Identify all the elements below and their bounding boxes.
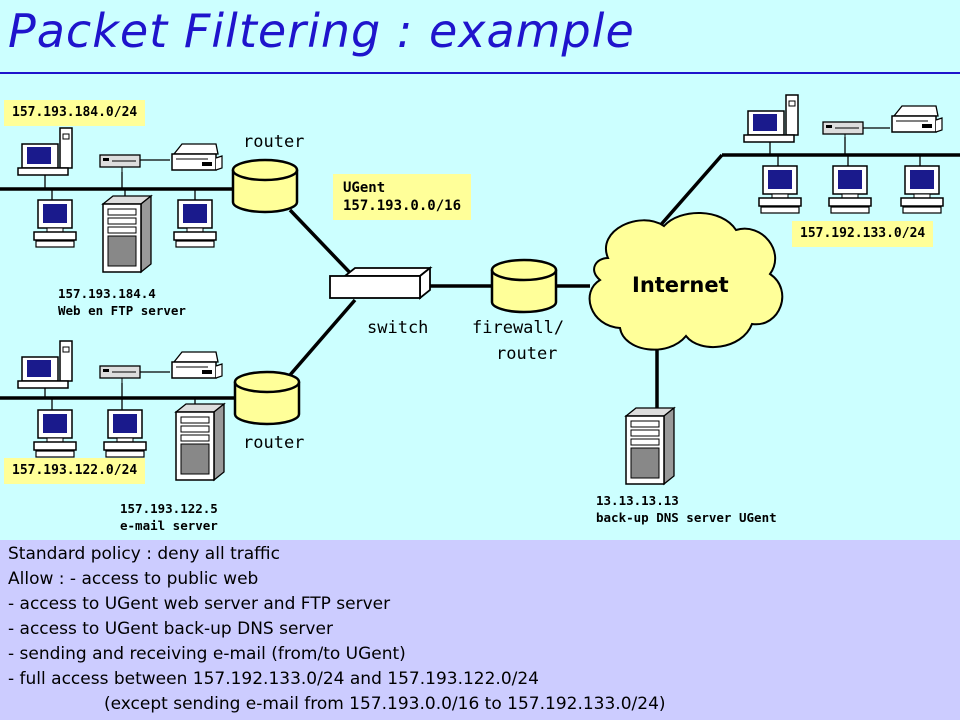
firewall-router-icon bbox=[490, 258, 558, 314]
router-bottom-label: router bbox=[243, 433, 305, 453]
hub-icon bbox=[99, 154, 141, 176]
ugent-network-label: UGent 157.193.0.0/16 bbox=[333, 174, 472, 220]
workstation-icon bbox=[743, 94, 799, 143]
policy-line: - access to UGent web server and FTP ser… bbox=[8, 594, 391, 614]
printer-icon bbox=[171, 351, 223, 379]
dns-server-icon bbox=[625, 407, 675, 485]
router-icon bbox=[231, 158, 299, 214]
desktop-computer-icon bbox=[103, 409, 147, 458]
title-underline bbox=[0, 72, 960, 74]
network-links bbox=[288, 153, 724, 408]
web-server-address: 157.193.184.4 Web en FTP server bbox=[58, 286, 186, 318]
policy-line: - full access between 157.192.133.0/24 a… bbox=[8, 669, 540, 689]
workstation-icon bbox=[17, 340, 73, 389]
page-title: Packet Filtering : example bbox=[8, 4, 635, 58]
internet-cloud-icon bbox=[588, 212, 784, 351]
lan-133 bbox=[722, 94, 960, 214]
subnet-133-label: 157.192.133.0/24 bbox=[792, 221, 934, 247]
hub-icon bbox=[822, 121, 864, 143]
workstation-icon bbox=[17, 127, 73, 176]
desktop-computer-icon bbox=[173, 199, 217, 248]
desktop-computer-icon bbox=[828, 165, 872, 214]
firewall-router-label: router bbox=[496, 344, 558, 364]
policy-line: Standard policy : deny all traffic bbox=[8, 544, 280, 564]
desktop-computer-icon bbox=[758, 165, 802, 214]
policy-line: Allow : - access to public web bbox=[8, 569, 259, 589]
mail-server-address: 157.193.122.5 e-mail server bbox=[120, 501, 218, 533]
policy-panel: Standard policy : deny all traffic Allow… bbox=[0, 540, 960, 720]
lan-184 bbox=[0, 127, 236, 273]
internet-label: Internet bbox=[632, 273, 729, 297]
switch-icon bbox=[329, 266, 433, 300]
firewall-label: firewall/ bbox=[472, 318, 565, 338]
policy-line: - sending and receiving e-mail (from/to … bbox=[8, 644, 406, 664]
router-icon bbox=[233, 370, 301, 426]
printer-icon bbox=[891, 105, 943, 133]
policy-line: - access to UGent back-up DNS server bbox=[8, 619, 333, 639]
printer-icon bbox=[171, 143, 223, 171]
policy-line: (except sending e-mail from 157.193.0.0/… bbox=[104, 694, 666, 714]
desktop-computer-icon bbox=[33, 409, 77, 458]
switch-label: switch bbox=[367, 318, 429, 338]
dns-server-address: 13.13.13.13 back-up DNS server UGent bbox=[596, 493, 777, 525]
network-diagram bbox=[0, 94, 960, 485]
desktop-computer-icon bbox=[33, 199, 77, 248]
subnet-122-label: 157.193.122.0/24 bbox=[4, 458, 146, 484]
web-ftp-server-icon bbox=[102, 195, 152, 273]
subnet-184-label: 157.193.184.0/24 bbox=[4, 100, 146, 126]
mail-server-icon bbox=[175, 403, 225, 481]
hub-icon bbox=[99, 365, 141, 387]
lan-122 bbox=[0, 340, 236, 481]
desktop-computer-icon bbox=[900, 165, 944, 214]
router-top-label: router bbox=[243, 132, 305, 152]
